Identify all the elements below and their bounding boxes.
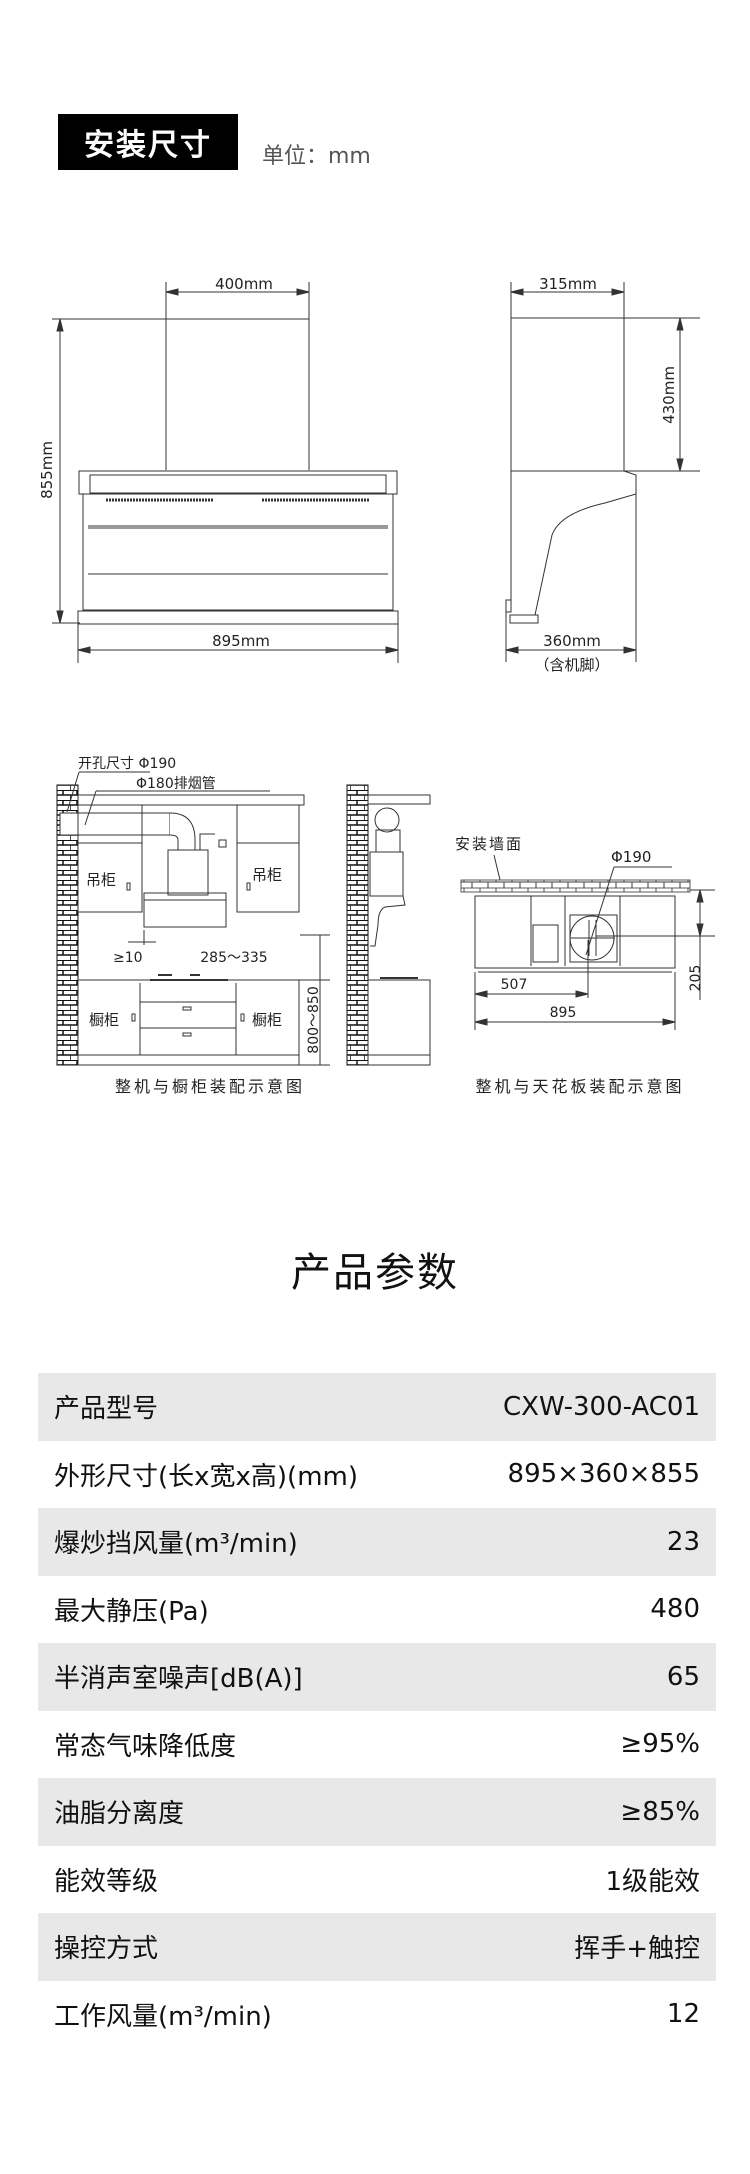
label-hole-size: 开孔尺寸 Φ190 [78,756,176,772]
dim-855: 855mm [38,441,56,499]
spec-label: 能效等级 [54,1866,159,1897]
label-install-wall: 安装墙面 [455,835,523,853]
spec-value: ≥85% [620,1796,700,1827]
spec-value: 挥手+触控 [574,1934,700,1965]
dim-895-ceiling: 895 [550,1005,577,1021]
specs-table: 产品型号 CXW-300-AC01 外形尺寸(长x宽x高)(mm) 895×36… [38,1373,716,2048]
label-upper-cabinet-left: 吊柜 [86,871,116,889]
spec-label: 工作风量(m³/min) [54,2001,272,2032]
spec-label: 外形尺寸(长x宽x高)(mm) [54,1461,359,1492]
cabinet-assembly-diagram: 开孔尺寸 Φ190 Φ180排烟管 吊柜 吊柜 ≥10 285～335 橱柜 橱… [56,756,715,1096]
label-hole-190: Φ190 [611,848,651,866]
spec-value: 23 [666,1526,700,1557]
spec-value: 895×360×855 [507,1459,700,1490]
section-title-install-size: 安装尺寸 [58,114,238,170]
dim-205: 205 [688,965,704,992]
spec-label: 半消声室噪声[dB(A)] [54,1664,303,1695]
spec-value: 65 [666,1661,700,1692]
spec-row-grease-separation: 油脂分离度 ≥85% [38,1778,716,1846]
caption-cabinet-assembly: 整机与橱柜装配示意图 [115,1077,305,1096]
dim-430: 430mm [660,366,678,424]
dim-360: 360mm [543,632,601,650]
unit-label: 单位：mm [262,144,371,169]
dim-400: 400mm [215,275,273,293]
label-counter-height: 800～850 [306,986,322,1053]
dim-895: 895mm [212,632,270,650]
spec-value: ≥95% [620,1729,700,1760]
label-hood-height: 285～335 [200,950,267,966]
spec-value: CXW-300-AC01 [502,1391,700,1422]
spec-row-dimensions: 外形尺寸(长x宽x高)(mm) 895×360×855 [38,1441,716,1509]
spec-row-energy-grade: 能效等级 1级能效 [38,1846,716,1914]
label-upper-cabinet-right: 吊柜 [252,866,282,884]
spec-value: 480 [650,1594,700,1625]
dim-507: 507 [501,977,528,993]
dim-360-note: （含机脚） [534,656,609,674]
spec-row-working-airflow: 工作风量(m³/min) 12 [38,1981,716,2049]
spec-row-odor-reduction: 常态气味降低度 ≥95% [38,1711,716,1779]
specs-title: 产品参数 [291,1250,459,1296]
spec-label: 最大静压(Pa) [54,1596,209,1627]
spec-row-noise: 半消声室噪声[dB(A)] 65 [38,1643,716,1711]
label-gap: ≥10 [113,950,143,966]
spec-label: 爆炒挡风量(m³/min) [54,1529,298,1560]
spec-row-max-airflow: 爆炒挡风量(m³/min) 23 [38,1508,716,1576]
dim-315: 315mm [539,275,597,293]
label-lower-cabinet-left: 橱柜 [89,1011,119,1029]
spec-value: 1级能效 [605,1866,700,1897]
caption-ceiling-assembly: 整机与天花板装配示意图 [475,1077,684,1096]
spec-value: 12 [666,1999,700,2030]
spec-label: 产品型号 [54,1394,159,1425]
spec-label: 常态气味降低度 [54,1731,237,1762]
spec-label: 操控方式 [54,1934,159,1965]
label-lower-cabinet-right: 橱柜 [252,1011,282,1029]
spec-row-control: 操控方式 挥手+触控 [38,1913,716,1981]
spec-label: 油脂分离度 [54,1799,185,1830]
front-view-diagram: 400mm 895mm 855mm 315mm 430mm 360mm （含机脚… [38,275,700,674]
spec-row-static-pressure: 最大静压(Pa) 480 [38,1576,716,1644]
spec-row-model: 产品型号 CXW-300-AC01 [38,1373,716,1441]
label-duct: Φ180排烟管 [136,776,216,792]
